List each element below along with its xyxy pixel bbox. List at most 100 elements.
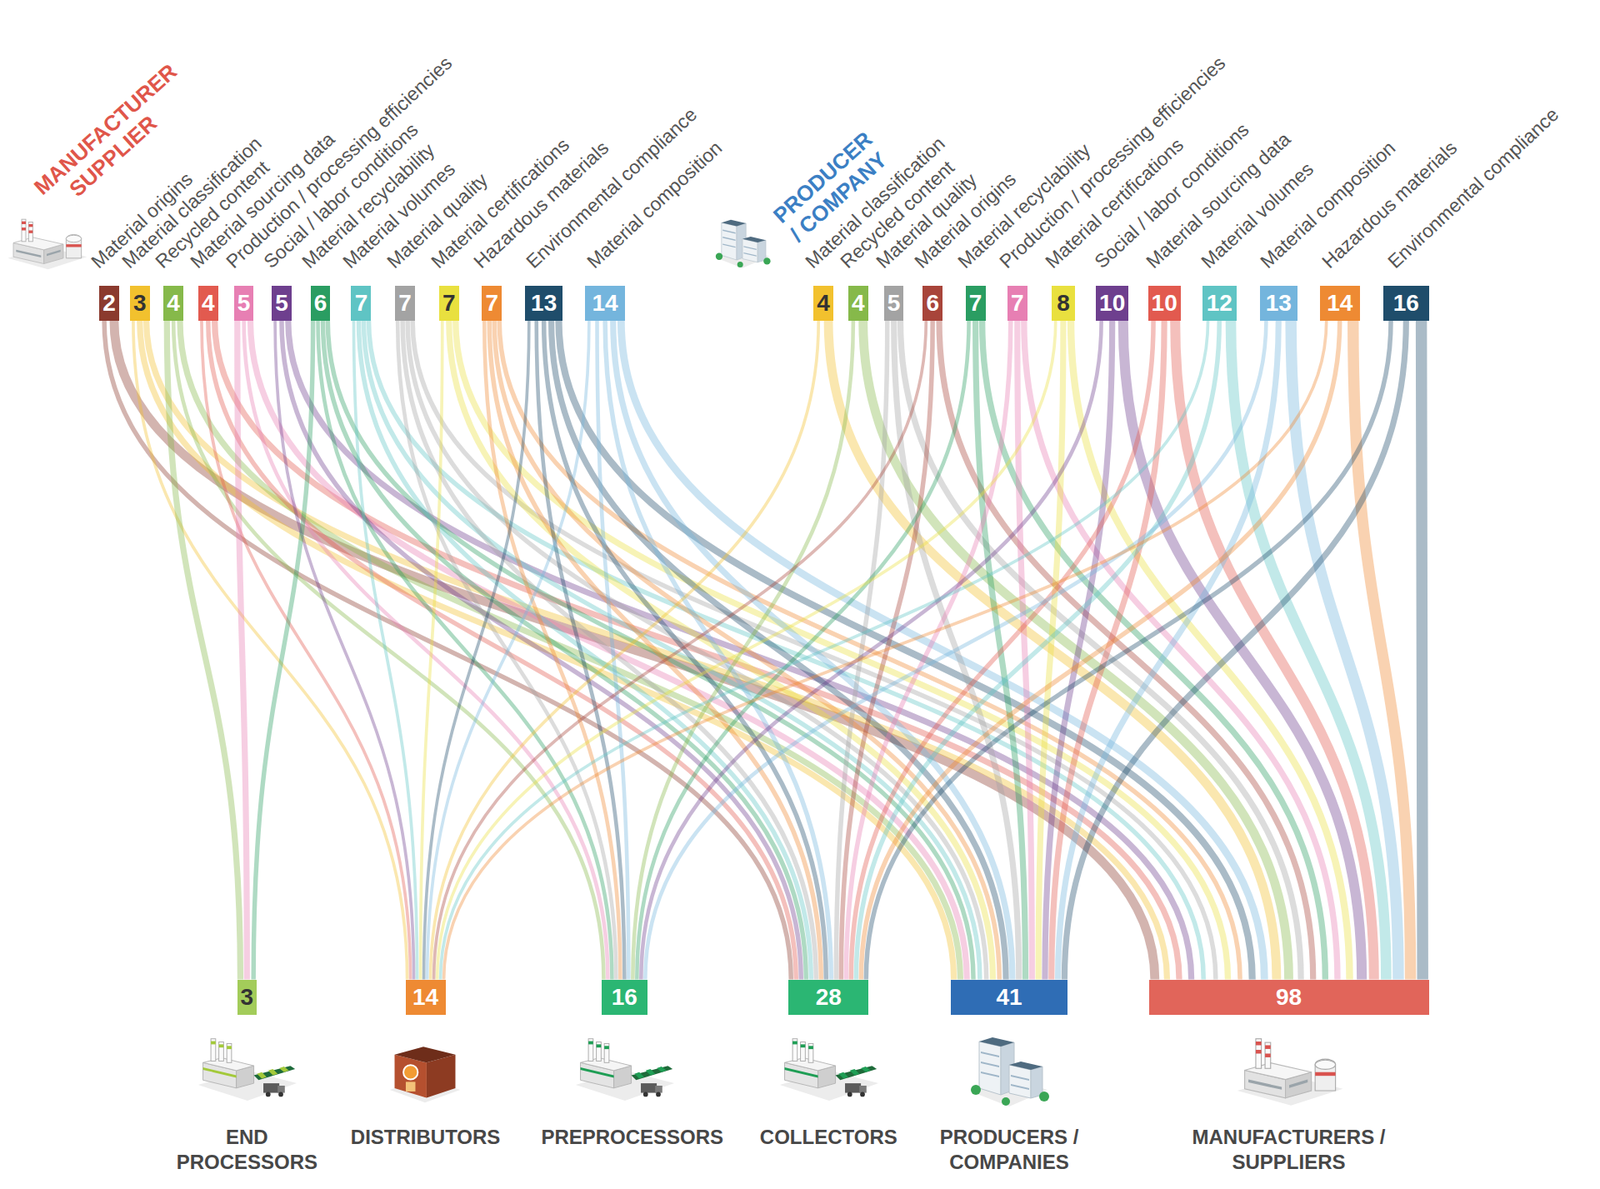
plant-icon <box>780 1039 879 1101</box>
flow-band <box>253 320 313 980</box>
flow-band <box>636 320 969 980</box>
count-box: Material quality7 <box>395 285 415 321</box>
count-box: Material composition14 <box>585 285 625 321</box>
count-box: Material volumes7 <box>350 285 371 321</box>
count-number: 7 <box>355 285 369 321</box>
factory-icon <box>1237 1039 1344 1106</box>
count-number: 5 <box>237 285 251 321</box>
destination-bar: 98MANUFACTURERS / SUPPLIERS <box>1149 980 1430 1015</box>
count-number: 7 <box>398 285 412 321</box>
destination-label: PRODUCERS / COMPANIES <box>936 1125 1083 1175</box>
count-number: 7 <box>1010 285 1025 321</box>
count-box: Social / labor conditions5 <box>271 285 292 321</box>
flow-band <box>140 320 955 980</box>
count-box: Material classification4 <box>813 285 834 321</box>
count-box: Material classification3 <box>130 285 150 321</box>
count-box: Social / labor conditions10 <box>1095 285 1129 321</box>
destination-label: MANUFACTURERS / SUPPLIERS <box>1189 1125 1390 1175</box>
flow-band <box>1230 320 1386 980</box>
count-box: Recycled content4 <box>163 285 184 321</box>
count-number: 16 <box>1393 285 1420 321</box>
plant-icon <box>198 1039 297 1101</box>
flow-band <box>201 320 411 980</box>
flow-band <box>114 320 1155 980</box>
count-number: 5 <box>275 285 289 321</box>
destination-bar: 41PRODUCERS / COMPANIES <box>950 980 1069 1015</box>
count-number: 6 <box>314 285 328 321</box>
flow-band <box>440 320 1209 980</box>
flow-band <box>865 320 1391 980</box>
count-number: 4 <box>851 285 865 321</box>
flow-band <box>860 320 1340 980</box>
count-number: 10 <box>1151 285 1178 321</box>
count-number: 10 <box>1099 285 1125 321</box>
destination-bar: 3END PROCESSORS <box>237 980 258 1015</box>
count-number: 7 <box>969 285 983 321</box>
flow-band <box>1017 320 1033 980</box>
count-box: Environmental compliance13 <box>525 285 563 321</box>
count-number: 41 <box>995 980 1022 1015</box>
count-box: Material volumes12 <box>1202 285 1237 321</box>
flow-band <box>146 320 1168 980</box>
flow-band <box>430 320 820 980</box>
destination-label: DISTRIBUTORS <box>342 1125 510 1150</box>
count-number: 12 <box>1206 285 1233 321</box>
count-number: 28 <box>815 980 842 1015</box>
destination-label: COLLECTORS <box>745 1125 912 1150</box>
count-box: Material certifications8 <box>1051 285 1075 321</box>
count-number: 13 <box>530 285 557 321</box>
flow-band <box>1038 320 1064 980</box>
count-number: 4 <box>816 285 830 321</box>
count-number: 14 <box>592 285 619 321</box>
count-box: Material sourcing data10 <box>1148 285 1181 321</box>
count-box: Material recyclability7 <box>965 285 986 321</box>
count-number: 14 <box>412 980 439 1015</box>
flow-band <box>237 320 248 980</box>
flow-band <box>640 320 1101 980</box>
count-box: Material certifications7 <box>439 285 460 321</box>
office-icon <box>715 220 771 269</box>
count-number: 2 <box>102 285 116 321</box>
count-box: Hazardous materials14 <box>1320 285 1360 321</box>
office-icon <box>970 1037 1050 1107</box>
count-number: 4 <box>166 285 180 321</box>
count-number: 7 <box>442 285 456 321</box>
count-number: 14 <box>1326 285 1353 321</box>
count-number: 7 <box>485 285 499 321</box>
destination-label: END PROCESSORS <box>171 1125 322 1175</box>
count-box: Material origins2 <box>99 285 120 321</box>
destination-bar: 28COLLECTORS <box>788 980 869 1015</box>
flow-band <box>437 320 1056 980</box>
flow-band <box>1353 320 1411 980</box>
count-box: Production / processing efficiencies7 <box>1007 285 1028 321</box>
count-number: 6 <box>925 285 940 321</box>
count-number: 13 <box>1265 285 1292 321</box>
count-box: Recycled content4 <box>848 285 869 321</box>
count-box: Material quality5 <box>884 285 905 321</box>
count-box: Environmental compliance16 <box>1383 285 1430 321</box>
flow-band <box>397 320 616 980</box>
plant-icon <box>575 1039 675 1101</box>
flow-band <box>1064 320 1406 980</box>
count-number: 3 <box>133 285 147 321</box>
flow-band <box>424 320 530 980</box>
count-number: 5 <box>887 285 901 321</box>
flow-band <box>412 320 1216 980</box>
destination-bar: 16PREPROCESSORS <box>601 980 648 1015</box>
count-box: Material recyclability6 <box>310 285 331 321</box>
flow-band <box>133 320 408 980</box>
count-box: Hazardous materials7 <box>481 285 502 321</box>
flow-band <box>645 320 1266 980</box>
count-box: Material origins6 <box>922 285 943 321</box>
depot-icon <box>390 1046 460 1103</box>
destination-bar: 14DISTRIBUTORS <box>405 980 446 1015</box>
count-box: Material sourcing data4 <box>198 285 219 321</box>
count-number: 98 <box>1275 980 1302 1015</box>
count-number: 3 <box>240 980 255 1015</box>
count-number: 16 <box>611 980 638 1015</box>
flow-band <box>1421 320 1424 980</box>
flow-band <box>275 320 415 980</box>
flow-band <box>558 320 1252 980</box>
count-box: Material composition13 <box>1260 285 1298 321</box>
count-number: 8 <box>1056 285 1070 321</box>
